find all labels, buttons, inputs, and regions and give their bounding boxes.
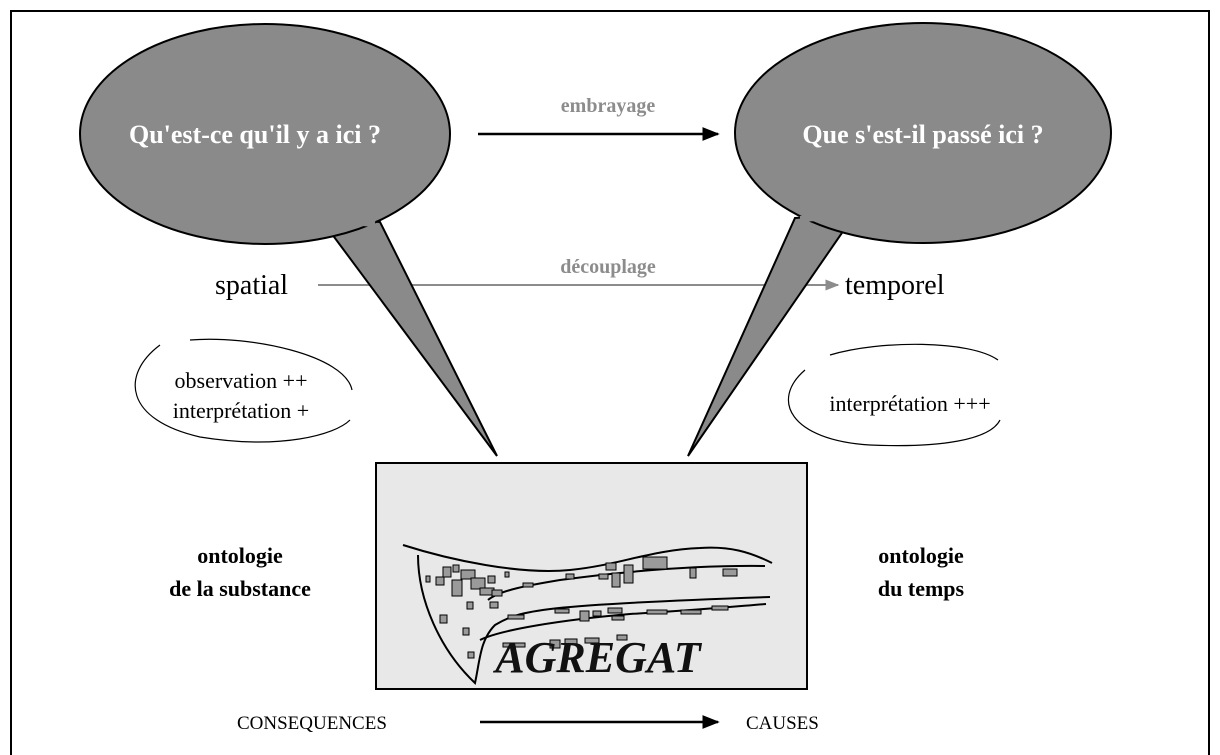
left-bubble-tail (317, 216, 498, 457)
causes-label: CAUSES (746, 713, 819, 734)
right-bubble-body (734, 22, 1112, 244)
embrayage-label: embrayage (561, 95, 656, 117)
right-ontology-line1: ontologie (878, 543, 964, 568)
left-bubble-body (79, 23, 451, 245)
building-marks (425, 556, 738, 659)
right-note-line1: interprétation +++ (829, 391, 990, 416)
temporel-label: temporel (845, 270, 945, 301)
left-note: observation ++ interprétation + (134, 338, 353, 443)
decouplage-label: découplage (560, 256, 656, 278)
right-ontology-line2: du temps (878, 576, 965, 601)
right-note-ellipse (787, 343, 1001, 447)
agregat-title: AGREGAT (492, 633, 703, 682)
right-question-bubble: Que s'est-il passé ici ? (687, 22, 1112, 457)
left-note-line2: interprétation + (173, 398, 309, 423)
consequences-label: CONSEQUENCES (237, 713, 387, 734)
left-question-bubble: Qu'est-ce qu'il y a ici ? (79, 23, 498, 457)
left-note-line1: observation ++ (175, 368, 308, 393)
left-note-ellipse (134, 338, 353, 443)
right-bubble-tail (687, 212, 857, 457)
outer-frame (10, 10, 1210, 755)
agregat-box: AGREGAT (375, 462, 808, 690)
left-question-text: Qu'est-ce qu'il y a ici ? (129, 120, 381, 149)
right-note: interprétation +++ (787, 343, 1001, 447)
right-question-text: Que s'est-il passé ici ? (802, 120, 1043, 149)
settlement-map-sketch (402, 544, 773, 685)
spatial-label: spatial (215, 270, 288, 301)
left-ontology-line1: ontologie (197, 543, 283, 568)
left-ontology-line2: de la substance (169, 576, 311, 601)
